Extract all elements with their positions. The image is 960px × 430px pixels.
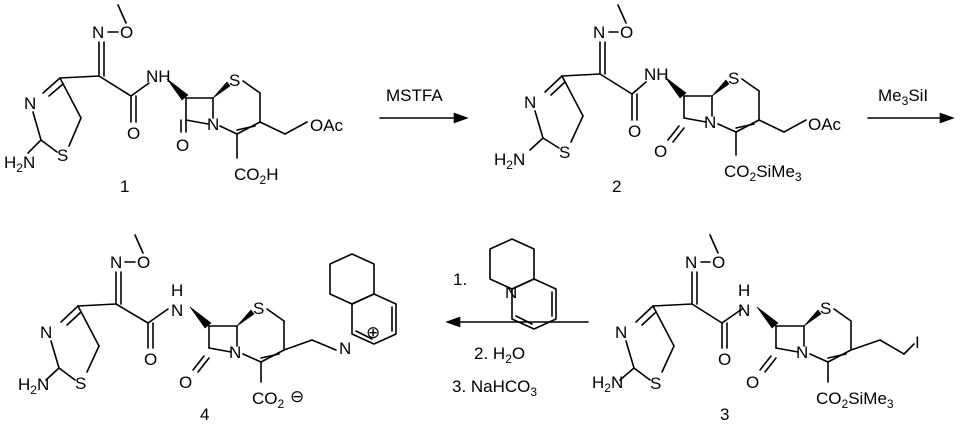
pyridinium-substituent: N ⊕ <box>329 253 397 358</box>
compound-1: N S H2N N O O NH O N <box>4 4 344 196</box>
lactam-n-atom: N <box>704 113 716 132</box>
oxime-o-atom: O <box>120 23 133 42</box>
thiazole-n-atom: N <box>615 323 627 342</box>
lactam-n-atom: N <box>229 343 241 362</box>
amino-group-label: H2N <box>4 153 35 175</box>
oxime-n-atom: N <box>685 253 697 272</box>
thiazine-s-atom: S <box>229 71 240 90</box>
oxime-side-chain: N O O H N <box>652 234 750 369</box>
reaction-arrow-1: MSTFA <box>379 86 469 124</box>
oxime-n-atom: N <box>593 23 605 42</box>
amide-o-atom: O <box>144 350 157 369</box>
compound-4: N S H2N N O O H N O <box>18 234 397 424</box>
thiazole-n-atom: N <box>24 94 36 113</box>
beta-lactam-o-atom: O <box>176 136 189 155</box>
tetrahydroquinoline-structure: N <box>489 238 557 330</box>
quinoline-n-atom: N <box>505 283 517 302</box>
reagent-step-2: 2. H2O <box>474 344 525 366</box>
silyl-ester-label: CO2SiMe3 <box>816 389 894 411</box>
cephem-core: O N S I CO2SiMe3 <box>746 299 920 411</box>
amino-group-label: H2N <box>592 373 623 395</box>
beta-lactam-o-atom: O <box>654 142 667 161</box>
reagent-mstfa: MSTFA <box>386 86 443 105</box>
oxime-side-chain: N O O NH <box>561 4 669 141</box>
reagent-step-1: 1. <box>453 270 467 289</box>
reagent-step-3: 3. NaHCO3 <box>452 377 537 399</box>
lactam-n-atom: N <box>796 343 808 362</box>
aminothiazole-ring: N S H2N <box>592 305 675 395</box>
amide-n-atom: N <box>738 301 750 320</box>
amide-o-atom: O <box>718 350 731 369</box>
positive-charge-symbol: ⊕ <box>366 323 380 342</box>
amide-nh-label: NH <box>146 67 171 86</box>
beta-lactam-o-atom: O <box>179 373 192 392</box>
oxime-side-chain: N O O NH <box>59 4 171 143</box>
thiazine-s-atom: S <box>728 69 739 88</box>
reaction-arrow-2: Me3SiI <box>867 86 955 124</box>
oxime-n-atom: N <box>110 253 122 272</box>
amide-nh-label: NH <box>644 65 669 84</box>
silyl-ester-label: CO2SiMe3 <box>724 162 802 184</box>
aminothiazole-ring: N S H2N <box>18 305 100 397</box>
oxime-o-atom: O <box>137 253 150 272</box>
oac-group-label: OAc <box>808 115 842 134</box>
negative-charge-symbol: ⊖ <box>290 387 304 406</box>
lactam-n-atom: N <box>207 115 219 134</box>
iodine-atom: I <box>915 333 920 352</box>
reaction-arrow-3: 1. N 2. H2O 3. NaHCO3 <box>445 238 589 399</box>
aminothiazole-ring: N S H2N <box>4 77 82 175</box>
oac-group-label: OAc <box>310 116 344 135</box>
thiazole-s-atom: S <box>559 143 570 162</box>
amino-group-label: H2N <box>494 150 525 172</box>
compound-2: N S H2N N O O NH O N <box>494 4 842 196</box>
oxime-o-atom: O <box>712 253 725 272</box>
thiazine-s-atom: S <box>253 299 264 318</box>
cephem-core: O N S CO2 ⊖ <box>179 299 337 411</box>
thiazole-s-atom: S <box>75 374 86 393</box>
aminothiazole-ring: N S H2N <box>494 75 584 172</box>
carboxylate-label: CO2 <box>252 389 285 411</box>
thiazole-s-atom: S <box>57 146 68 165</box>
amino-group-label: H2N <box>18 375 49 397</box>
oxime-o-atom: O <box>620 23 633 42</box>
compound-3-label: 3 <box>720 405 729 424</box>
amide-h-atom: H <box>738 281 750 300</box>
compound-1-label: 1 <box>120 177 129 196</box>
oxime-side-chain: N O O H N <box>77 234 183 369</box>
compound-3: N S H2N N O O H N O <box>592 234 920 424</box>
thiazole-s-atom: S <box>650 374 661 393</box>
compound-2-label: 2 <box>612 177 621 196</box>
amide-n-atom: N <box>171 301 183 320</box>
amide-o-atom: O <box>628 122 641 141</box>
compound-4-label: 4 <box>200 405 209 424</box>
cephem-core: O N S OAc CO2SiMe3 <box>654 69 842 184</box>
reagent-me3sii: Me3SiI <box>878 86 928 108</box>
oxime-n-atom: N <box>92 23 104 42</box>
thiazole-n-atom: N <box>524 93 536 112</box>
thiazole-n-atom: N <box>40 323 52 342</box>
pyridinium-n-atom: N <box>339 339 351 358</box>
carboxylic-acid-label: CO2H <box>234 165 278 187</box>
thiazine-s-atom: S <box>820 299 831 318</box>
beta-lactam-o-atom: O <box>746 373 759 392</box>
amide-h-atom: H <box>171 281 183 300</box>
cephem-core: O N S OAc CO2H <box>166 71 344 187</box>
amide-o-atom: O <box>127 124 140 143</box>
